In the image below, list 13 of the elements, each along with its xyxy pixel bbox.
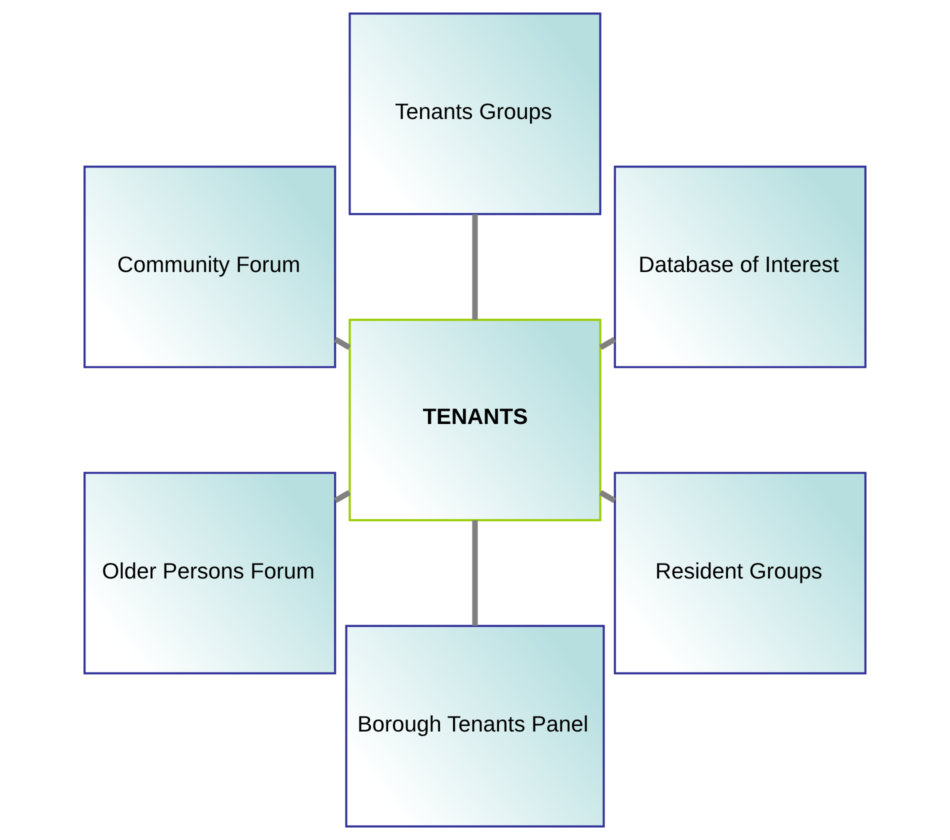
connector [472,214,478,320]
connector [599,490,616,504]
node-box: Community Forum [84,166,336,368]
node-box: Older Persons Forum [84,472,336,674]
node-box: TENANTS [348,318,602,522]
node-box: Resident Groups [614,472,866,674]
connector [334,336,351,350]
node-box: Tenants Groups [348,12,602,216]
connector [599,336,616,350]
connector [472,520,478,626]
connector [334,490,351,504]
node-box: Borough Tenants Panel [345,624,605,828]
node-box: Database of Interest [614,166,866,368]
